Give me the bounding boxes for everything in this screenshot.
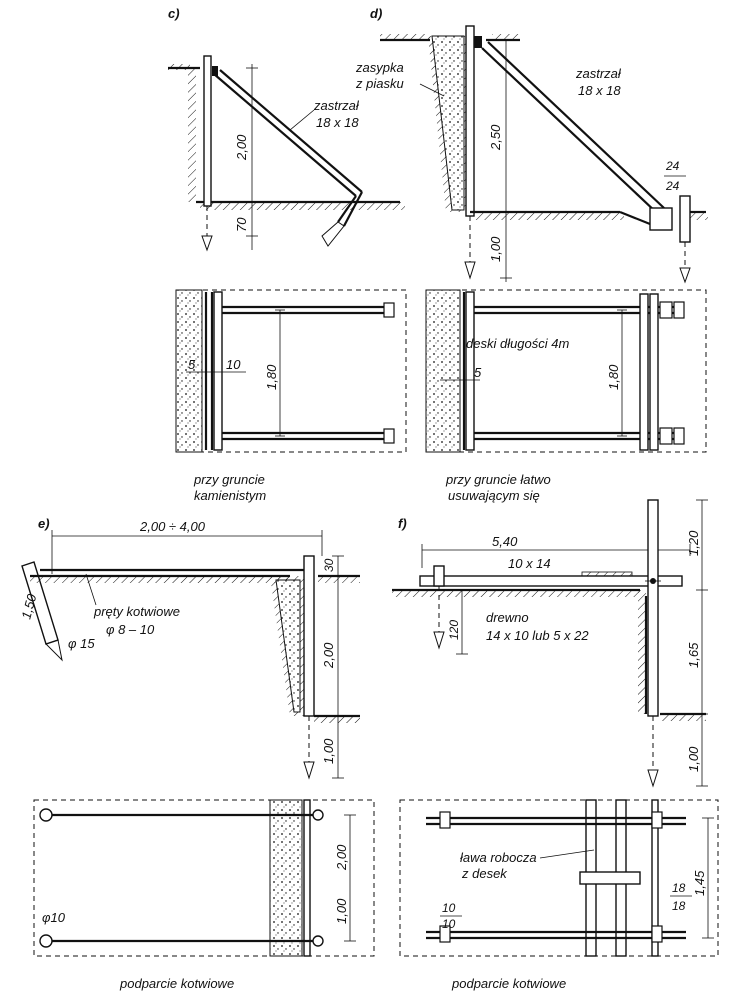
panel-c-label: c): [168, 6, 180, 21]
strut-size-label: 18 x 18: [316, 115, 359, 130]
plan-dim-180-label: 1,80: [606, 364, 621, 390]
post-bottom-label: 10: [442, 917, 456, 931]
panel-c-section: c) zastrzał 18 x 18 2,00 70: [168, 6, 405, 252]
block-bottom-label: 24: [665, 179, 680, 193]
phi15-label: φ 15: [68, 636, 95, 651]
soil-strip: [175, 289, 203, 453]
wall-hatch: [188, 68, 196, 202]
dim-165-label: 1,65: [686, 642, 701, 668]
post: [465, 25, 475, 217]
sand-fill: [431, 35, 465, 211]
anchor-rods-line2: φ 8 – 10: [106, 622, 155, 637]
panel-c-plan: 1,80 5 10 przy gruncie kamienistym: [175, 289, 407, 503]
panel-e-section: e) 2,00 ÷ 4,00 1,50 φ 15 pręty kotwiowe …: [18, 516, 360, 780]
plan-dim-10-label: 10: [226, 357, 241, 372]
plan-dim-200-label: 2,00: [334, 844, 349, 871]
post: [203, 55, 212, 207]
timber-line1: drewno: [486, 610, 529, 625]
dim-120-left-label: 120: [447, 620, 461, 640]
caption-line1: przy gruncie łatwo: [445, 472, 551, 487]
caption: podparcie kotwiowe: [119, 976, 234, 991]
panel-e-label: e): [38, 516, 50, 531]
dim-embed-label: 1,00: [686, 746, 701, 772]
panel-f-label: f): [398, 516, 407, 531]
panel-d-section: d) 24 24 zastrzał 18 x 18 zasypka z pias…: [355, 6, 708, 284]
anchor-rods-line1: pręty kotwiowe: [93, 604, 180, 619]
dim-height-label: 2,00: [321, 642, 336, 669]
caption-line1: przy gruncie: [193, 472, 265, 487]
bench-line2: z desek: [461, 866, 508, 881]
dim-120-top-label: 1,20: [686, 530, 701, 556]
plan-dim-180-label: 1,80: [264, 364, 279, 390]
plan-dim-5-label: 5: [188, 357, 196, 372]
dim-height-label: 2,00: [234, 134, 249, 161]
plan-dim-5-label: 5: [474, 365, 482, 380]
strut-label: zastrzał: [575, 66, 622, 81]
dim-embed-label: 1,00: [488, 236, 503, 262]
post2-top-label: 18: [672, 881, 686, 895]
caption-line2: kamienistym: [194, 488, 266, 503]
dim-embed-label: 1,00: [321, 738, 336, 764]
plan-dim-100-label: 1,00: [334, 898, 349, 924]
caption-line2: usuwającym się: [448, 488, 540, 503]
fill-line1: zasypka: [355, 60, 404, 75]
dim-span-label: 2,00 ÷ 4,00: [139, 519, 206, 534]
fill-line2: z piasku: [355, 76, 404, 91]
work-bench: [579, 871, 641, 885]
panel-e-plan: φ10 2,00 1,00 podparcie kotwiowe: [33, 799, 375, 991]
beam: [419, 575, 683, 587]
strut-label: zastrzał: [313, 98, 360, 113]
dim-height-label: 2,50: [488, 124, 503, 151]
dim-30-label: 30: [322, 558, 336, 572]
post: [303, 555, 315, 717]
panel-f-section: f) 5,40 10 x 14 120 drewno 14 x 10 lub 5…: [392, 499, 708, 788]
panel-d-plan: 1,80 deski długości 4m 5 przy gruncie ła…: [425, 289, 707, 503]
dim-embed-label: 70: [234, 217, 249, 232]
plan-dim-145-label: 1,45: [692, 870, 707, 896]
bottom-hatch: [200, 202, 405, 210]
timber-line2: 14 x 10 lub 5 x 22: [486, 628, 589, 643]
post-top-label: 10: [442, 901, 456, 915]
panel-d-label: d): [370, 6, 382, 21]
dim-150-label: 1,50: [18, 592, 39, 621]
beam-size-label: 10 x 14: [508, 556, 551, 571]
caption: podparcie kotwiowe: [451, 976, 566, 991]
bench-line1: ława robocza: [460, 850, 537, 865]
post2-bottom-label: 18: [672, 899, 686, 913]
plan-phi10-label: φ10: [42, 910, 66, 925]
dim-540-label: 5,40: [492, 534, 518, 549]
block-top-label: 24: [665, 159, 680, 173]
boards-label: deski długości 4m: [466, 336, 569, 351]
strut-size-label: 18 x 18: [578, 83, 621, 98]
panel-f-plan: ława robocza z desek 10 10 18 18 1,45 po…: [399, 799, 719, 991]
